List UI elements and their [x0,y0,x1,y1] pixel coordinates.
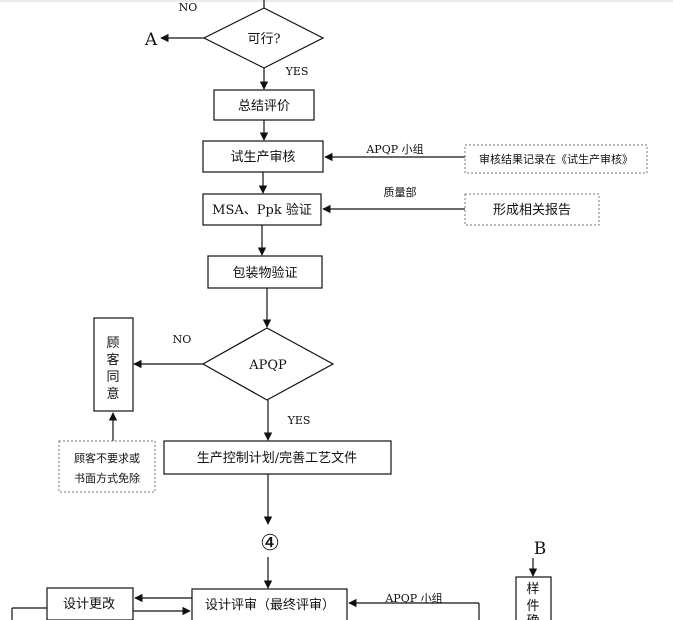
step-final-review-box [191,588,348,620]
customer-agree-box [93,317,134,412]
note-report-label: 形成相关报告 [493,203,571,218]
sample-confirm-char: 样 [526,582,539,597]
step-final-review-label: 设计评审（最终评审） [205,597,335,613]
step-trial-review-box [202,140,324,173]
customer-agree-char: 客 [106,352,119,368]
no-label-2: NO [173,333,192,346]
note-trial-record-box [464,144,648,174]
step-design-change-box [46,587,134,620]
yes-label-2: YES [287,414,311,427]
step-packaging-box [207,255,323,289]
connector-a-label: A [144,30,158,50]
connector-b-label: B [534,539,547,559]
apqp-group-label-1: APQP 小组 [365,142,423,156]
apqp-group-label-2: APQP 小组 [384,591,442,605]
sample-confirm-char: 确 [526,614,539,620]
step-control-plan-box [163,440,392,475]
customer-agree-char: 同 [106,370,119,385]
sample-confirm-box [515,576,552,620]
top-no-label: NO [179,1,198,14]
customer-agree-char: 顾 [106,336,119,351]
note-trial-record-label: 审核结果记录在《试生产审核》 [479,152,633,166]
step-packaging-label: 包装物验证 [232,265,297,281]
customer-agree-char: 意 [106,386,119,402]
decision-apqp-diamond [201,327,335,401]
step-design-change-label: 设计更改 [63,597,115,612]
step-msa-ppk-box [202,193,322,226]
note-report-box [464,193,600,226]
quality-dept-label: 质量部 [384,185,417,199]
customer-waiver-line: 书面方式免除 [74,471,140,485]
yes-label-1: YES [285,65,309,78]
decision-feasible-label: 可行? [248,32,281,47]
step-msa-ppk-label: MSA、Ppk 验证 [212,202,312,218]
sample-confirm-char: 件 [526,599,539,614]
step-summary-label: 总结评价 [238,99,290,114]
decision-apqp-label: APQP [248,358,287,373]
step-control-plan-label: 生产控制计划/完善工艺文件 [197,450,357,466]
step-trial-review-label: 试生产审核 [230,150,295,165]
customer-waiver-line: 顾客不要求或 [74,451,140,465]
connector-4-label: ④ [260,531,280,556]
customer-waiver-box [58,440,156,493]
